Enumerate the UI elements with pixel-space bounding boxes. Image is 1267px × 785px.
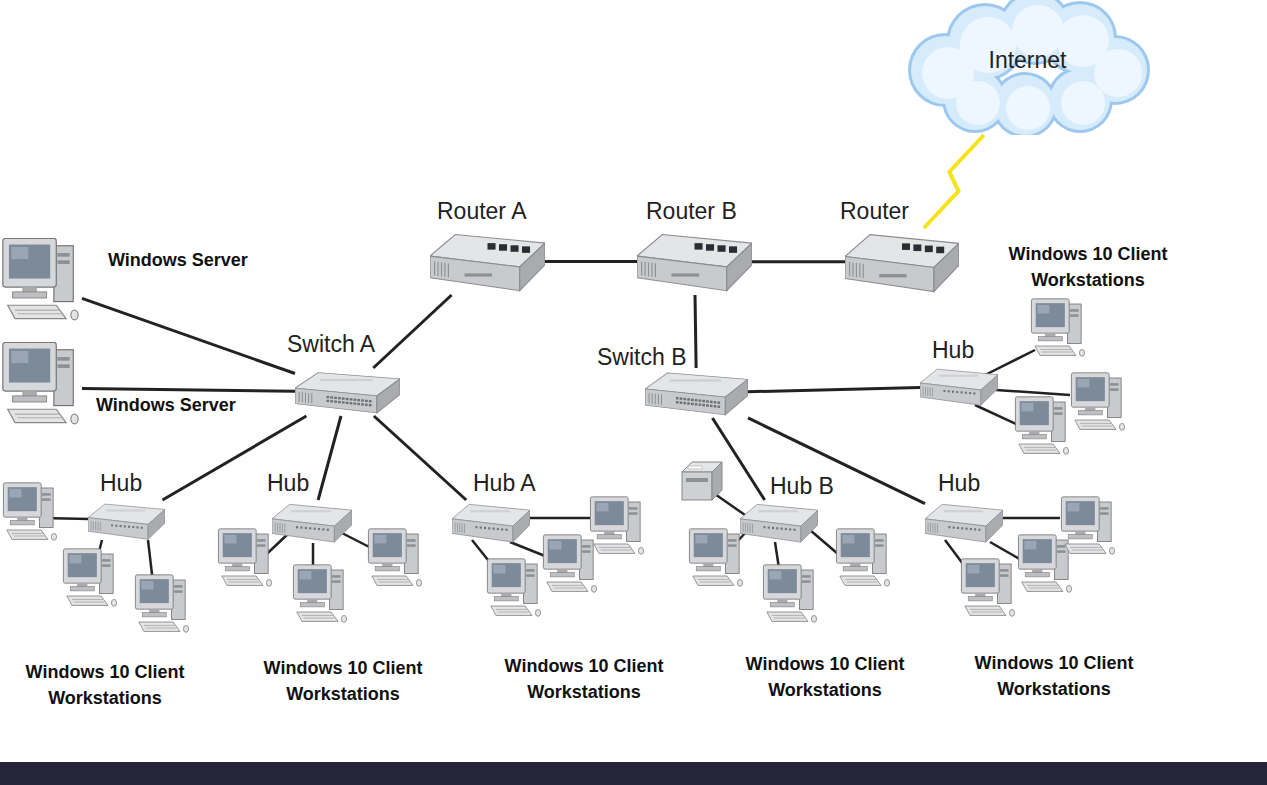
switch-node: Switch B (645, 368, 748, 418)
server-icons (3, 238, 78, 423)
network-link (748, 418, 925, 504)
hub-node: Hub (88, 500, 165, 542)
workstation-label: Windows 10 Client Workstations (735, 651, 915, 703)
label-holder: Router B (646, 198, 737, 225)
label-holder: Hub (267, 470, 309, 497)
pc-icon (487, 559, 540, 616)
network-link (82, 298, 295, 373)
footer-band (0, 762, 1267, 785)
router-shape (637, 228, 752, 295)
pc-icon (590, 497, 643, 554)
hub-shape (920, 365, 998, 408)
workstation-icons (3, 299, 1124, 632)
hub-node: Hub (272, 500, 352, 545)
pc-icon (368, 529, 421, 586)
workstation-label: Windows 10 Client Workstations (253, 655, 433, 707)
workstation-label: Windows 10 Client Workstations (964, 650, 1144, 702)
pc-icon (218, 529, 271, 586)
server-icon (3, 238, 78, 319)
switch-node: Switch A (295, 368, 400, 416)
device-label: Hub (267, 470, 309, 497)
hub-node: Hub (925, 500, 1003, 545)
pc-icon (63, 549, 116, 606)
router-node: Router A (430, 228, 545, 295)
device-label: Hub (932, 337, 974, 364)
server-node: Windows Server (0, 240, 82, 328)
device-label: Switch B (597, 344, 686, 371)
label-holder: Hub A (473, 470, 536, 497)
cloud-label: Internet (989, 47, 1067, 74)
device-label: Switch A (287, 331, 375, 358)
network-link (695, 295, 696, 368)
device-label: Hub A (473, 470, 536, 497)
workstation-label: Windows 10 Client Workstations (998, 241, 1178, 293)
network-link (318, 416, 341, 500)
network-link (752, 260, 845, 263)
switch-shape (295, 368, 400, 416)
network-link (373, 295, 451, 368)
pc-icon (1018, 535, 1071, 592)
device-label: Hub (938, 470, 980, 497)
pc-icon (1015, 397, 1068, 454)
device-label: Router B (646, 198, 737, 225)
device-label: Router (840, 198, 909, 225)
hub-shape (740, 500, 818, 545)
hub-shape (88, 500, 165, 542)
hub-node: Hub (920, 365, 998, 408)
hub-shape (452, 500, 530, 545)
hub-shape (925, 500, 1003, 545)
server-label: Windows Server (96, 394, 236, 416)
label-holder: Router A (437, 198, 527, 225)
server-node: Windows Server (0, 343, 82, 433)
pc-icon (1031, 299, 1084, 356)
label-holder: Hub B (770, 473, 834, 500)
pc-icon (961, 559, 1014, 616)
label-holder: Switch A (287, 331, 375, 358)
router-shape (430, 228, 545, 295)
label-holder: Hub (100, 470, 142, 497)
network-link (82, 389, 295, 392)
device-label: Hub B (770, 473, 834, 500)
workstation-label: Windows 10 Client Workstations (15, 659, 195, 711)
device-label: Hub (100, 470, 142, 497)
pc-icon (543, 535, 596, 592)
switch-shape (645, 368, 748, 418)
label-holder: Windows Server (96, 394, 236, 416)
server-icon (3, 342, 78, 423)
hub-node: Hub B (740, 500, 818, 545)
pc-icon (836, 529, 889, 586)
network-link (374, 416, 466, 500)
hub-wires (40, 350, 1070, 600)
label-holder: Router (840, 198, 909, 225)
network-link (748, 387, 920, 391)
pc-icon (1071, 373, 1124, 430)
label-holder: Switch B (597, 344, 686, 371)
pc-icon (763, 565, 816, 622)
pc-icon (293, 565, 346, 622)
workstation-label: Windows 10 Client Workstations (494, 653, 674, 705)
printer-icon (682, 462, 722, 500)
server-label: Windows Server (108, 249, 248, 271)
pc-icon (135, 575, 188, 632)
router-shape (845, 228, 959, 296)
label-holder: Windows Server (108, 249, 248, 271)
pc-icon (3, 483, 56, 540)
hub-shape (272, 500, 352, 545)
label-holder: Hub (938, 470, 980, 497)
hub-node: Hub A (452, 500, 530, 545)
label-holder: Hub (932, 337, 974, 364)
network-link (712, 418, 764, 500)
device-label: Router A (437, 198, 527, 225)
router-node: Router B (637, 228, 752, 295)
pc-icon (1061, 497, 1114, 554)
lightning-link (924, 135, 984, 228)
network-link (545, 260, 637, 263)
pc-icon (689, 529, 742, 586)
cloud-node: Internet (905, 0, 1150, 135)
router-node: Router (845, 228, 959, 296)
